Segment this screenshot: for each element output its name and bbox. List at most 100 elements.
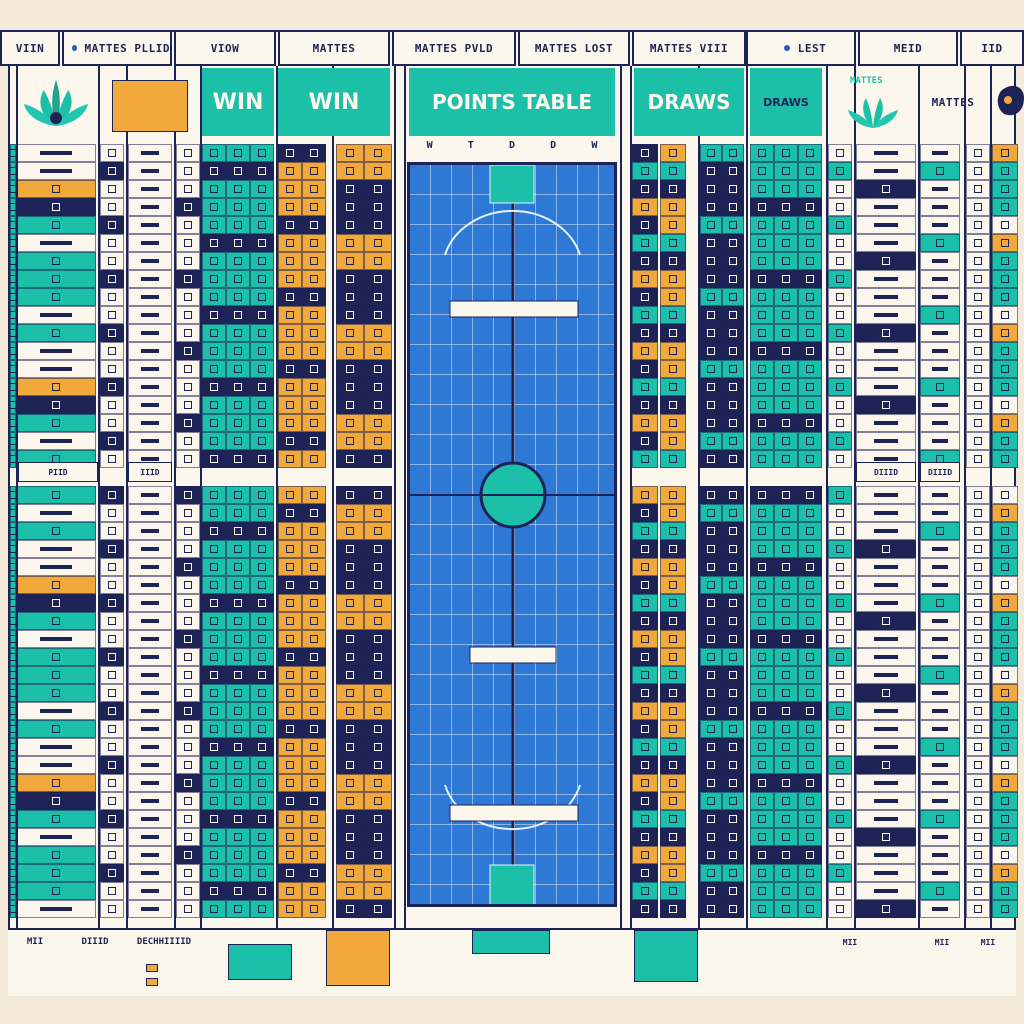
table-cell bbox=[250, 828, 274, 846]
cell-mark bbox=[758, 491, 766, 499]
table-cell bbox=[226, 882, 250, 900]
cell-mark bbox=[108, 509, 116, 517]
header-tab-3[interactable]: MATTES bbox=[278, 30, 390, 66]
table-cell bbox=[302, 378, 326, 396]
cell-mark bbox=[836, 725, 844, 733]
cell-mark bbox=[210, 455, 218, 463]
cell-mark bbox=[346, 401, 354, 409]
cell-text-line bbox=[932, 259, 948, 263]
table-cell bbox=[250, 432, 274, 450]
cell-mark bbox=[184, 779, 192, 787]
cell-mark bbox=[729, 167, 737, 175]
cell-mark bbox=[1001, 887, 1009, 895]
cell-mark bbox=[52, 887, 60, 895]
cell-text-line bbox=[141, 691, 159, 695]
cell-mark bbox=[184, 599, 192, 607]
cell-mark bbox=[310, 581, 318, 589]
cell-mark bbox=[184, 419, 192, 427]
draws-panel-small: DRAWS bbox=[750, 68, 822, 136]
cell-mark bbox=[210, 527, 218, 535]
header-tab-label: VIIN bbox=[15, 41, 45, 55]
cell-mark bbox=[882, 185, 890, 193]
cell-text-line bbox=[40, 547, 72, 551]
header-tab-8[interactable]: MEID bbox=[858, 30, 958, 66]
table-cell bbox=[176, 864, 200, 882]
table-cell bbox=[722, 198, 744, 216]
table-cell bbox=[632, 846, 658, 864]
table-cell bbox=[226, 630, 250, 648]
table-cell bbox=[202, 432, 226, 450]
table-cell bbox=[364, 684, 392, 702]
cell-mark bbox=[210, 887, 218, 895]
table-cell bbox=[722, 162, 744, 180]
header-tab-5[interactable]: MATTES LOST bbox=[518, 30, 630, 66]
cell-mark bbox=[641, 833, 649, 841]
cell-mark bbox=[758, 203, 766, 211]
cell-mark bbox=[210, 185, 218, 193]
cell-text-line bbox=[932, 277, 948, 281]
cell-text-line bbox=[40, 367, 72, 371]
cell-mark bbox=[707, 275, 715, 283]
cell-mark bbox=[108, 761, 116, 769]
table-cell bbox=[278, 180, 302, 198]
header-tab-6[interactable]: MATTES VIII bbox=[632, 30, 746, 66]
table-cell bbox=[10, 792, 16, 810]
cell-mark bbox=[346, 311, 354, 319]
table-cell bbox=[632, 342, 658, 360]
cell-mark bbox=[836, 239, 844, 247]
table-cell bbox=[302, 558, 326, 576]
cell-mark bbox=[258, 545, 266, 553]
table-cell bbox=[176, 846, 200, 864]
table-cell bbox=[250, 234, 274, 252]
header-tab-9[interactable]: IID bbox=[960, 30, 1024, 66]
cell-mark bbox=[52, 617, 60, 625]
cell-text-line bbox=[141, 277, 159, 281]
cell-mark bbox=[669, 653, 677, 661]
cell-mark bbox=[108, 599, 116, 607]
cell-mark bbox=[641, 815, 649, 823]
header-tab-4[interactable]: MATTES PVLD bbox=[392, 30, 516, 66]
cell-mark bbox=[707, 329, 715, 337]
column-divider bbox=[16, 66, 18, 994]
table-cell bbox=[250, 612, 274, 630]
table-cell bbox=[336, 162, 364, 180]
cell-mark bbox=[374, 437, 382, 445]
cell-mark bbox=[836, 311, 844, 319]
cell-mark bbox=[669, 437, 677, 445]
table-cell bbox=[202, 648, 226, 666]
table-cell bbox=[176, 702, 200, 720]
table-cell bbox=[302, 252, 326, 270]
cell-mark bbox=[286, 869, 294, 877]
cell-mark bbox=[882, 545, 890, 553]
header-tab-1[interactable]: MATTES PLLID bbox=[62, 30, 172, 66]
table-cell bbox=[10, 864, 16, 882]
cell-mark bbox=[806, 743, 814, 751]
table-cell bbox=[100, 414, 124, 432]
column-divider bbox=[990, 66, 992, 994]
table-cell bbox=[722, 324, 744, 342]
cell-mark bbox=[374, 239, 382, 247]
points-col-header: W bbox=[426, 140, 433, 151]
table-cell bbox=[336, 342, 364, 360]
header-tab-2[interactable]: VIOW bbox=[174, 30, 276, 66]
cell-mark bbox=[974, 905, 982, 913]
cell-mark bbox=[108, 887, 116, 895]
header-tab-0[interactable]: VIIN bbox=[0, 30, 60, 66]
table-cell bbox=[336, 594, 364, 612]
cell-mark bbox=[782, 329, 790, 337]
table-cell bbox=[660, 882, 686, 900]
win-left-label: WIN bbox=[212, 89, 264, 115]
header-tab-7[interactable]: LEST bbox=[746, 30, 856, 66]
cell-mark bbox=[346, 887, 354, 895]
table-cell bbox=[250, 756, 274, 774]
cell-mark bbox=[707, 833, 715, 841]
cell-mark bbox=[669, 905, 677, 913]
cell-mark bbox=[1001, 347, 1009, 355]
table-cell bbox=[10, 882, 16, 900]
cell-text-line bbox=[40, 709, 72, 713]
cell-mark bbox=[52, 419, 60, 427]
cell-mark bbox=[346, 833, 354, 841]
cell-mark bbox=[669, 257, 677, 265]
cell-mark bbox=[1001, 635, 1009, 643]
cell-mark bbox=[286, 599, 294, 607]
